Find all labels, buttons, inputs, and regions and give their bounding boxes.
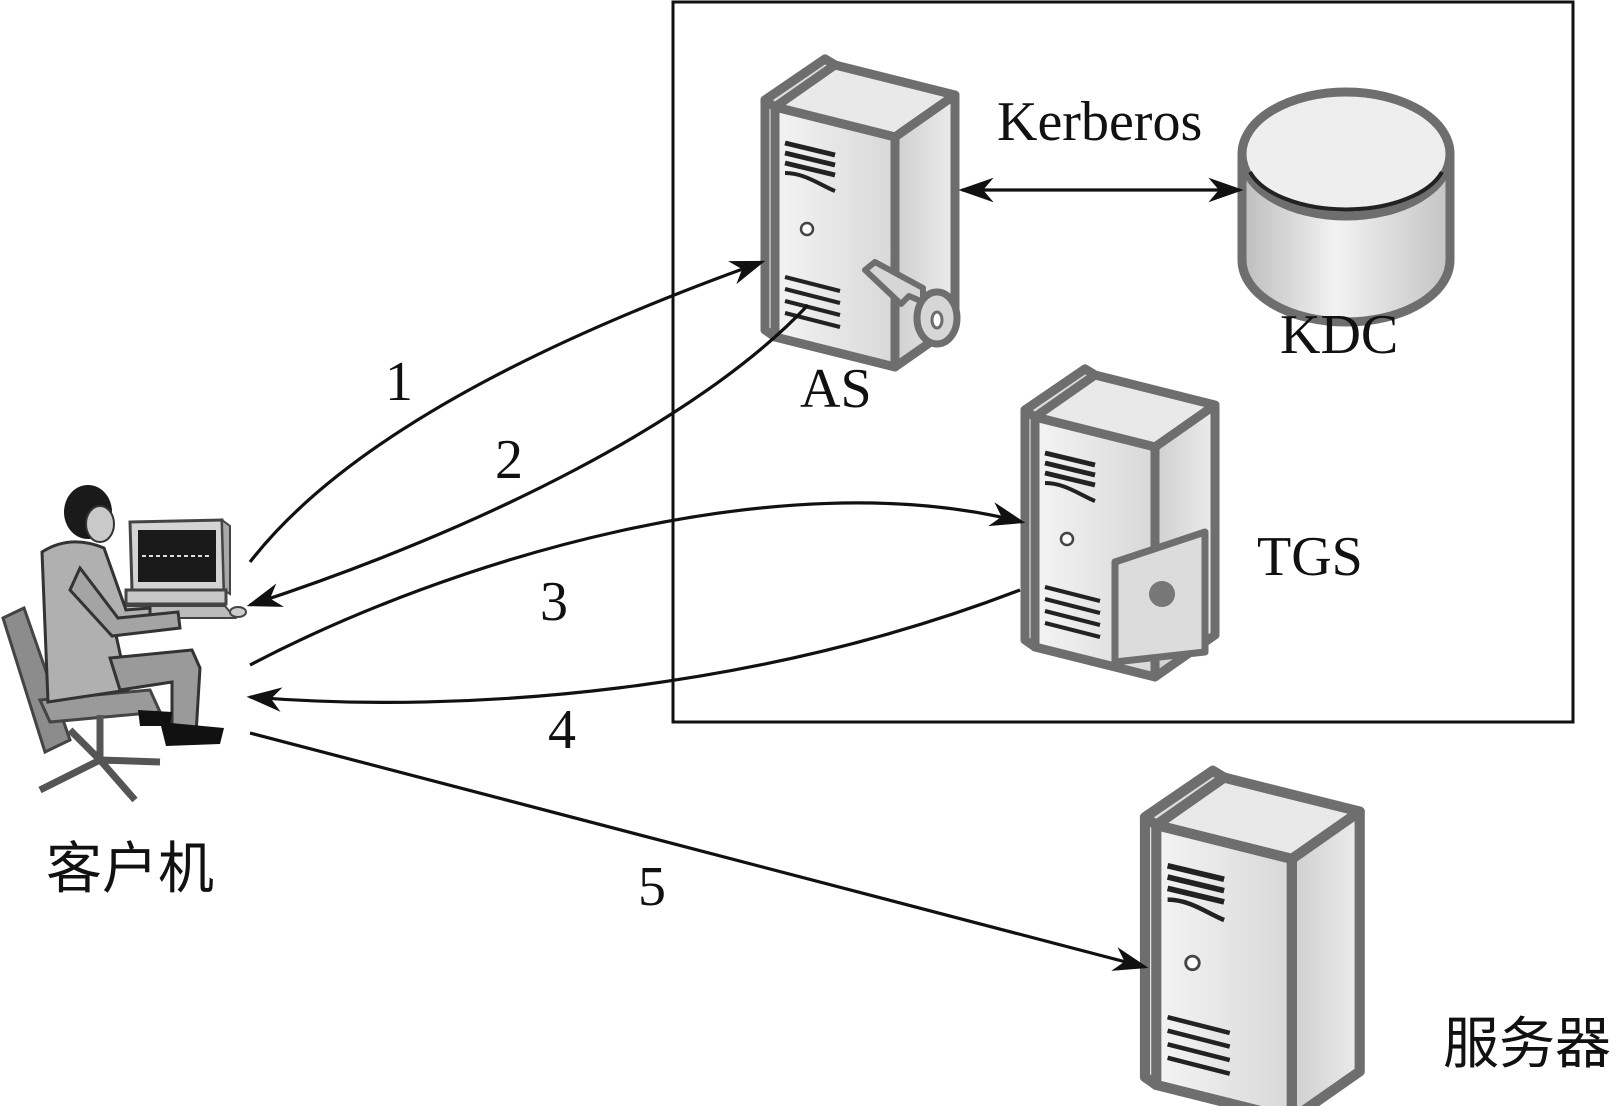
step-5-label: 5 xyxy=(638,856,666,918)
key-icon xyxy=(862,259,961,348)
kerberos-boundary xyxy=(671,0,1575,724)
arrow-1 xyxy=(248,260,766,563)
app-server-icon xyxy=(1145,771,1360,1106)
kerberos-label: Kerberos xyxy=(997,91,1202,153)
arrow-2 xyxy=(246,303,810,607)
arrow-4 xyxy=(246,588,1021,712)
arrow-3 xyxy=(249,501,1026,667)
tgs-label: TGS xyxy=(1257,526,1363,588)
ticket-icon xyxy=(1111,528,1209,666)
step-1-label: 1 xyxy=(385,351,413,413)
server-label: 服务器 xyxy=(1443,1012,1611,1077)
user-at-computer-icon xyxy=(1,485,247,803)
as-label: AS xyxy=(800,358,872,420)
step-4-label: 4 xyxy=(548,699,576,761)
kdc-database-icon xyxy=(1237,87,1455,327)
kdc-label: KDC xyxy=(1280,304,1398,366)
step-3-label: 3 xyxy=(540,571,568,633)
client-label: 客户机 xyxy=(46,837,214,902)
arrow-5 xyxy=(249,731,1149,971)
step-2-label: 2 xyxy=(495,429,523,491)
